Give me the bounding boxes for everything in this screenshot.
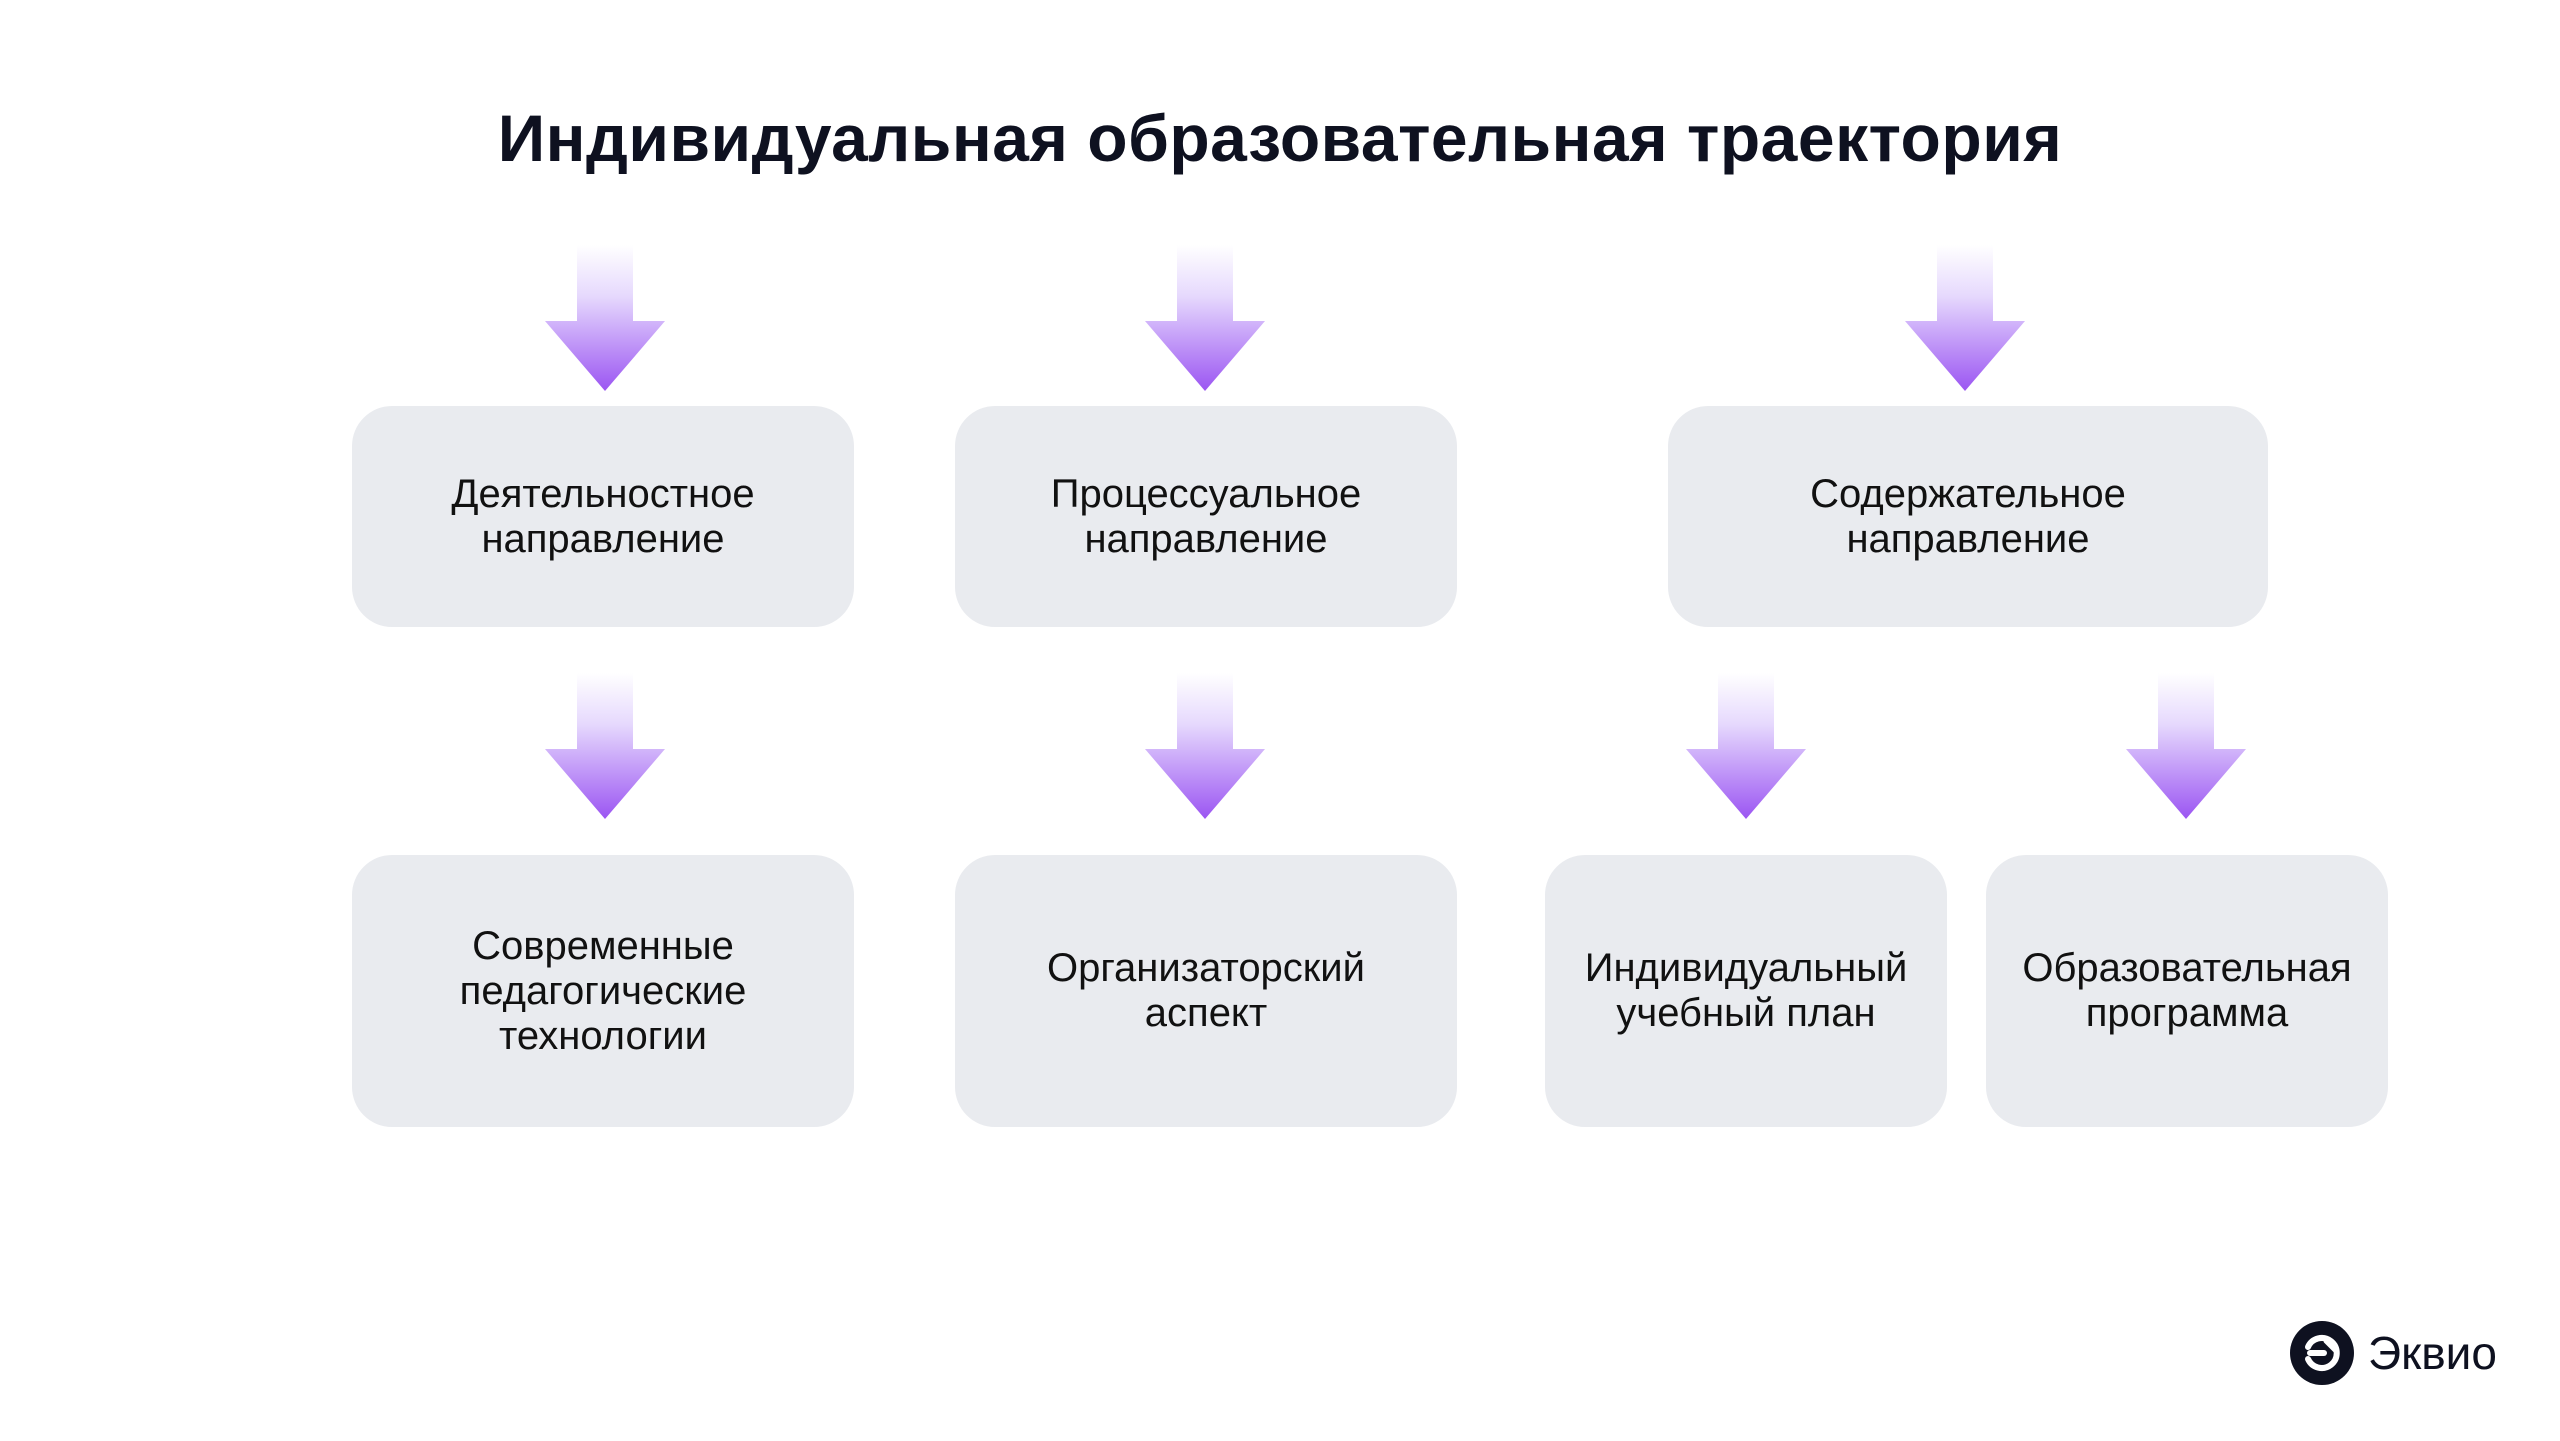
page-title: Индивидуальная образовательная траектори… [497, 101, 2063, 175]
down-arrow-icon [1145, 245, 1265, 395]
down-arrow-icon [545, 673, 665, 823]
process-direction-box: Процессуальное направление [955, 406, 1457, 627]
down-arrow-icon [1905, 245, 2025, 395]
pedagogical-technologies-label: Современные педагогические технологии [459, 923, 747, 1058]
individual-plan-box: Индивидуальный учебный план [1545, 855, 1947, 1127]
down-arrow-icon [2126, 673, 2246, 823]
pedagogical-technologies-box: Современные педагогические технологии [352, 855, 854, 1127]
educational-program-box: Образовательная программа [1986, 855, 2388, 1127]
down-arrow-icon [545, 245, 665, 395]
down-arrow-icon [1686, 673, 1806, 823]
individual-plan-label: Индивидуальный учебный план [1584, 946, 1908, 1035]
content-direction-label: Содержательное направление [1810, 471, 2126, 561]
educational-program-label: Образовательная программа [2022, 946, 2352, 1035]
process-direction-label: Процессуальное направление [1050, 471, 1362, 561]
brand-logo: Эквио [2290, 1320, 2497, 1386]
activity-direction-box: Деятельностное направление [352, 406, 854, 627]
organizational-aspect-box: Организаторский аспект [955, 855, 1457, 1127]
ekvio-logo-icon [2290, 1321, 2354, 1385]
brand-name: Эквио [2368, 1327, 2497, 1379]
content-direction-box: Содержательное направление [1668, 406, 2268, 627]
activity-direction-label: Деятельностное направление [451, 471, 755, 561]
organizational-aspect-label: Организаторский аспект [1046, 946, 1365, 1035]
down-arrow-icon [1145, 673, 1265, 823]
